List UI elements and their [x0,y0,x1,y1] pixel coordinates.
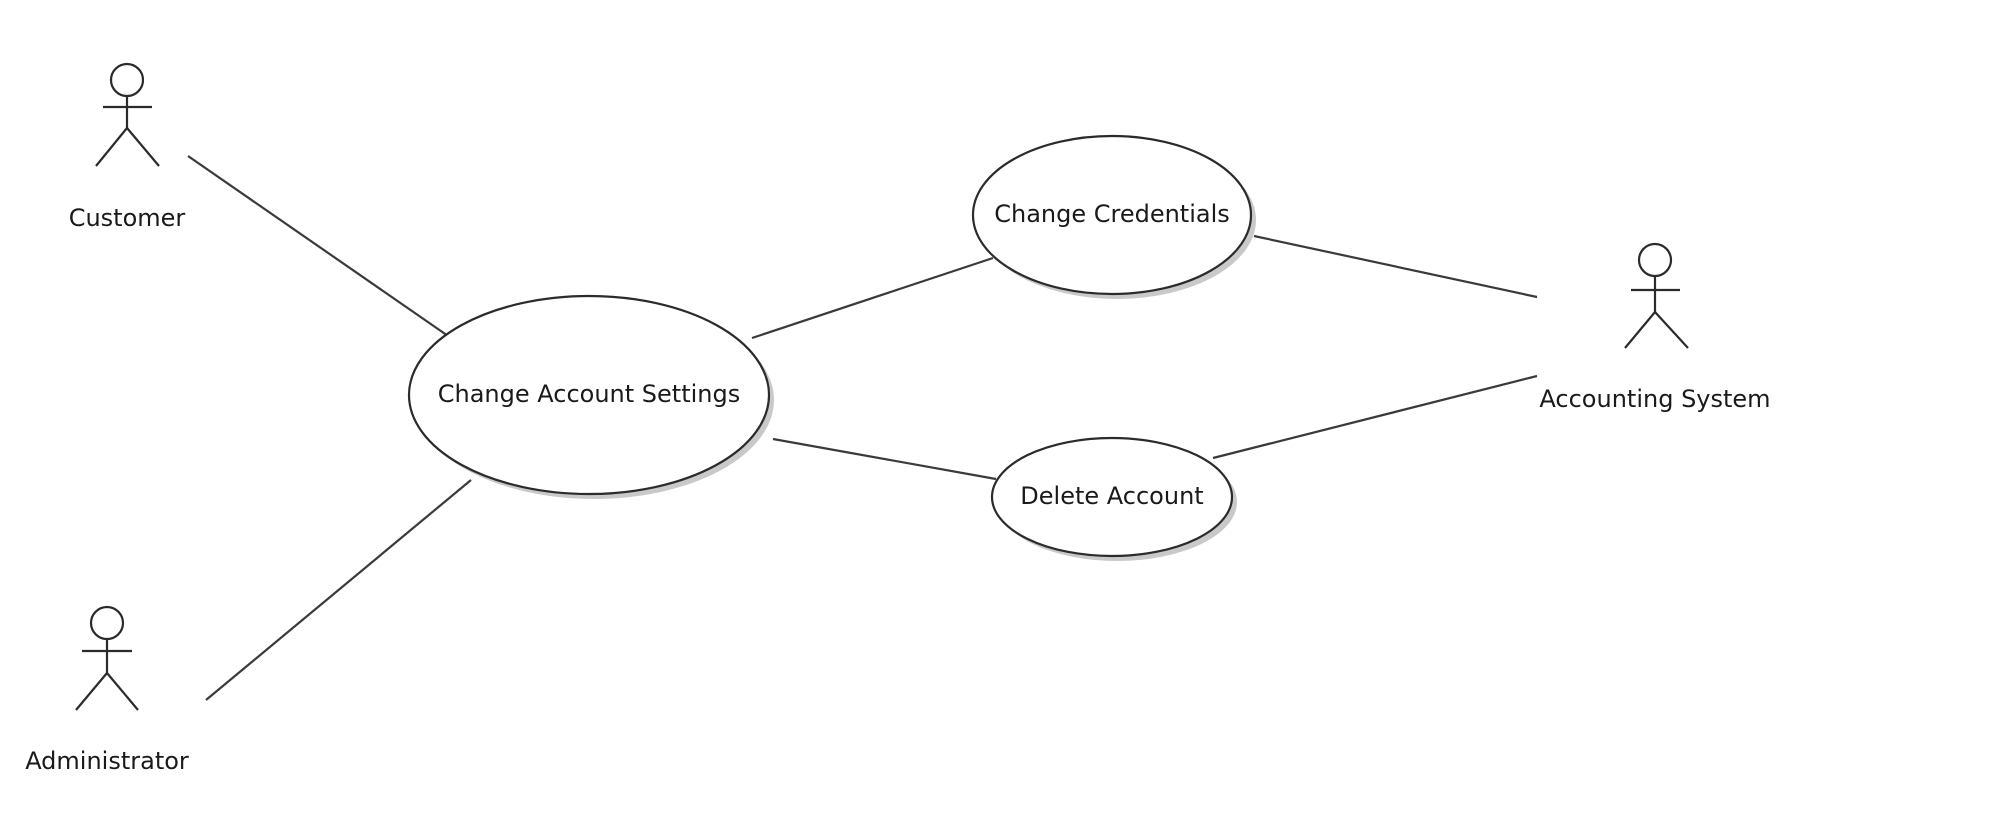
association-delete-account-accounting-system [1212,374,1538,460]
association-administrator-change-account-settings [205,479,472,701]
association-change-account-settings-delete-account [772,437,997,481]
actor-stick-figure-icon [75,605,139,711]
usecase-ellipse [407,294,771,496]
actor-stick-figure-icon [1624,242,1689,349]
actor-stick-figure-icon [95,62,160,167]
usecase-change-account-settings[interactable]: Change Account Settings [407,294,774,499]
actor-label-administrator: Administrator [25,747,189,775]
usecase-ellipse [990,436,1234,558]
actor-administrator[interactable]: Administrator [25,605,189,775]
actor-label-customer: Customer [69,204,186,232]
usecase-label-delete-account: Delete Account [1020,482,1203,510]
association-change-account-settings-change-credentials [751,256,994,340]
association-customer-change-account-settings [187,155,452,339]
usecase-label-change-credentials: Change Credentials [994,200,1230,228]
usecase-ellipse [971,134,1253,296]
association-change-credentials-accounting-system [1253,234,1538,299]
actor-accounting-system[interactable]: Accounting System [1539,242,1771,413]
usecase-change-credentials[interactable]: Change Credentials [971,134,1256,299]
actor-label-accounting-system: Accounting System [1539,385,1770,413]
usecase-label-change-account-settings: Change Account Settings [438,380,740,408]
actor-customer[interactable]: Customer [69,62,186,232]
associations [187,155,1538,701]
usecase-delete-account[interactable]: Delete Account [990,436,1237,561]
